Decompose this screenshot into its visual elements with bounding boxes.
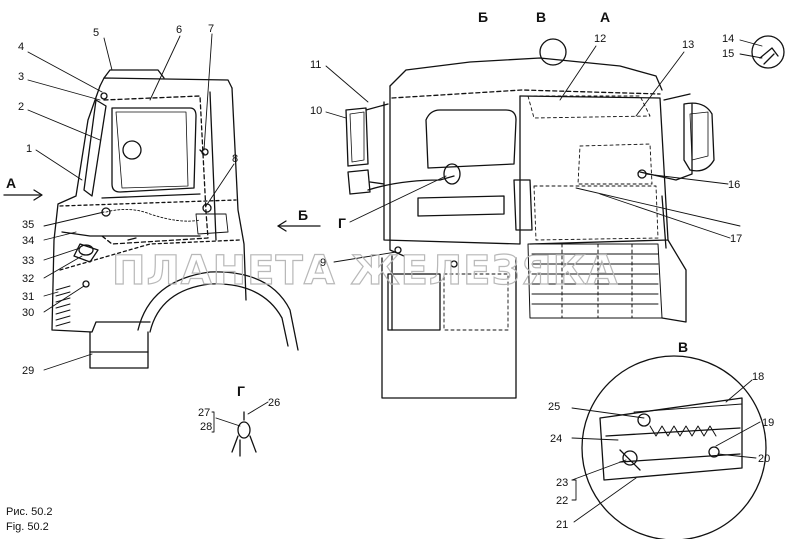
callout-16: 16 (728, 179, 740, 191)
callout-20: 20 (758, 453, 770, 465)
view-b-left: Б (298, 207, 308, 223)
callout-13: 13 (682, 39, 694, 51)
callout-6: 6 (176, 24, 182, 36)
callout-7: 7 (208, 23, 214, 35)
view-v-top: В (536, 9, 546, 25)
view-v-detail: В (678, 339, 688, 355)
view-g-detail: Г (237, 383, 245, 399)
callout-14: 14 (722, 33, 734, 45)
callout-30: 30 (22, 307, 34, 319)
callout-10: 10 (310, 105, 322, 117)
callout-17: 17 (730, 233, 742, 245)
figure-caption-en: Fig. 50.2 (6, 521, 49, 533)
callout-23: 23 (556, 477, 568, 489)
view-arrow-a (3, 189, 43, 201)
callout-8: 8 (232, 153, 238, 165)
callout-22: 22 (556, 495, 568, 507)
callout-19: 19 (762, 417, 774, 429)
view-labels: А Б Г Б В А В Г (6, 9, 688, 399)
callout-12: 12 (594, 33, 606, 45)
callout-26: 26 (268, 397, 280, 409)
cab-side-view (51, 69, 299, 369)
view-g-left: Г (338, 215, 346, 231)
callout-33: 33 (22, 255, 34, 267)
callout-labels: 1 2 3 4 5 6 7 8 9 10 11 12 13 14 15 16 1… (18, 23, 774, 531)
callout-9: 9 (320, 257, 326, 269)
callout-31: 31 (22, 291, 34, 303)
callout-4: 4 (18, 41, 24, 53)
leader-lines (27, 33, 763, 523)
cab-rear-view (345, 57, 741, 399)
detail-g-connector (231, 411, 257, 457)
callout-35: 35 (22, 219, 34, 231)
callout-21: 21 (556, 519, 568, 531)
callout-34: 34 (22, 235, 34, 247)
callout-24: 24 (550, 433, 562, 445)
callout-32: 32 (22, 273, 34, 285)
view-a-top: А (600, 9, 610, 25)
callout-15: 15 (722, 48, 734, 60)
callout-3: 3 (18, 71, 24, 83)
callout-27: 27 (198, 407, 210, 419)
view-b-top: Б (478, 9, 488, 25)
callout-5: 5 (93, 27, 99, 39)
detail-14-15 (751, 35, 785, 69)
callout-2: 2 (18, 101, 24, 113)
watermark-text: ПЛАНЕТА ЖЕЛЕЗЯКА (112, 248, 618, 294)
figure-caption-ru: Рис. 50.2 (6, 506, 53, 518)
callout-1: 1 (26, 143, 32, 155)
callout-28: 28 (200, 421, 212, 433)
callout-11: 11 (310, 59, 321, 71)
callout-29: 29 (22, 365, 34, 377)
callout-18: 18 (752, 371, 764, 383)
detail-v (581, 355, 767, 539)
view-arrow-b (277, 220, 321, 232)
view-a-left: А (6, 175, 16, 191)
callout-25: 25 (548, 401, 560, 413)
